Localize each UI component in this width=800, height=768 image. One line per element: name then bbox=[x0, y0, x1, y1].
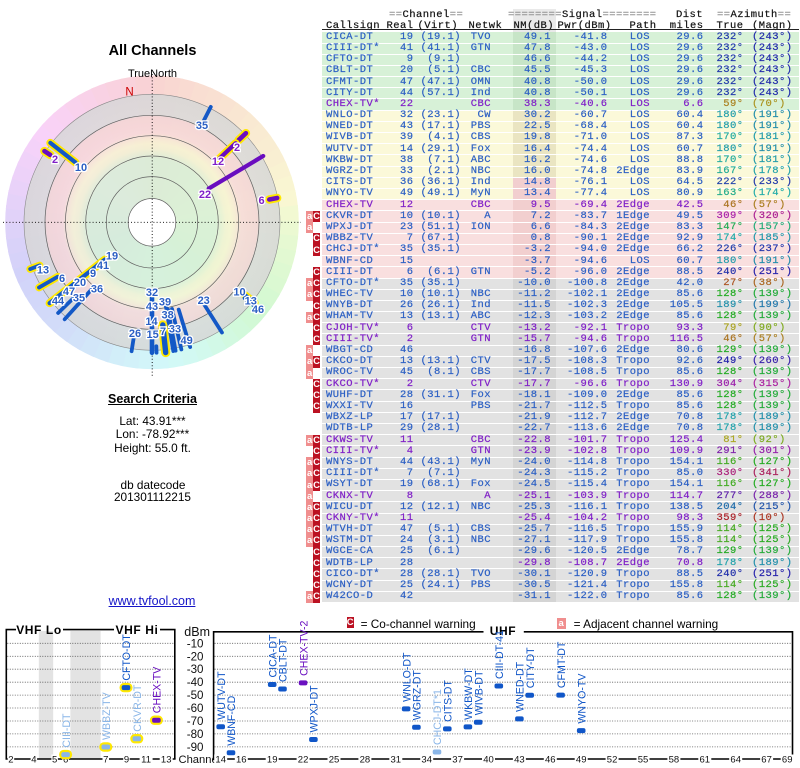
svg-text:CFTO-DT: CFTO-DT bbox=[121, 634, 133, 681]
svg-text:14: 14 bbox=[215, 755, 226, 766]
svg-text:6: 6 bbox=[63, 755, 68, 766]
svg-text:Channel: Channel bbox=[179, 754, 221, 766]
svg-text:2: 2 bbox=[234, 142, 240, 154]
svg-text:2: 2 bbox=[52, 154, 58, 166]
svg-text:25: 25 bbox=[329, 755, 340, 766]
svg-text:12: 12 bbox=[212, 156, 224, 168]
svg-text:69: 69 bbox=[782, 755, 793, 766]
svg-text:61: 61 bbox=[700, 755, 711, 766]
svg-text:CHCJ-DT*1: CHCJ-DT*1 bbox=[432, 689, 444, 745]
svg-text:15: 15 bbox=[146, 329, 158, 341]
svg-text:N: N bbox=[125, 87, 133, 99]
svg-text:22: 22 bbox=[298, 755, 309, 766]
svg-text:47: 47 bbox=[63, 286, 75, 298]
svg-text:CFMT-DT: CFMT-DT bbox=[556, 641, 568, 688]
svg-text:WPXJ-DT: WPXJ-DT bbox=[309, 685, 321, 733]
svg-text:6: 6 bbox=[59, 273, 65, 285]
svg-text:26: 26 bbox=[129, 328, 141, 340]
svg-text:-80: -80 bbox=[187, 728, 204, 741]
svg-text:31: 31 bbox=[391, 755, 402, 766]
svg-text:67: 67 bbox=[761, 755, 772, 766]
svg-text:WNED-DT: WNED-DT bbox=[515, 661, 527, 712]
svg-text:58: 58 bbox=[669, 755, 680, 766]
svg-text:WNYO-TV: WNYO-TV bbox=[576, 673, 588, 724]
svg-text:dBm: dBm bbox=[184, 625, 210, 639]
svg-text:-60: -60 bbox=[187, 702, 204, 715]
svg-text:22: 22 bbox=[199, 189, 211, 201]
svg-text:13: 13 bbox=[245, 296, 257, 308]
svg-text:VHF Hi: VHF Hi bbox=[116, 623, 159, 637]
svg-text:VHF Lo: VHF Lo bbox=[16, 623, 62, 637]
svg-text:CITS-DT: CITS-DT bbox=[443, 680, 455, 722]
svg-text:-70: -70 bbox=[187, 715, 204, 728]
svg-text:CICA-DT: CICA-DT bbox=[267, 634, 279, 677]
svg-text:WKBW-DT: WKBW-DT bbox=[463, 668, 475, 720]
svg-text:13: 13 bbox=[37, 265, 49, 277]
svg-text:23: 23 bbox=[198, 295, 210, 307]
svg-text:7: 7 bbox=[103, 755, 108, 766]
svg-text:43: 43 bbox=[514, 755, 525, 766]
svg-text:44: 44 bbox=[52, 296, 65, 308]
svg-text:43: 43 bbox=[146, 301, 158, 313]
svg-text:7: 7 bbox=[160, 326, 166, 338]
svg-text:CITY-DT: CITY-DT bbox=[525, 647, 537, 688]
svg-text:13: 13 bbox=[161, 755, 172, 766]
svg-text:WBBZ-TV: WBBZ-TV bbox=[101, 691, 113, 740]
svg-text:WUTV-DT: WUTV-DT bbox=[216, 671, 228, 720]
svg-text:28: 28 bbox=[360, 755, 371, 766]
svg-text:CIII-DT: CIII-DT bbox=[61, 713, 73, 748]
svg-text:9: 9 bbox=[90, 268, 96, 280]
svg-text:40: 40 bbox=[483, 755, 494, 766]
svg-text:14: 14 bbox=[145, 316, 158, 328]
svg-text:6: 6 bbox=[258, 195, 264, 207]
svg-text:33: 33 bbox=[169, 324, 181, 336]
svg-text:WGRZ-DT: WGRZ-DT bbox=[412, 670, 424, 721]
svg-text:46: 46 bbox=[545, 755, 556, 766]
svg-text:36: 36 bbox=[91, 284, 103, 296]
svg-text:CHEX-TV-2: CHEX-TV-2 bbox=[298, 620, 310, 675]
svg-text:41: 41 bbox=[97, 260, 109, 272]
svg-text:38: 38 bbox=[161, 310, 173, 322]
svg-text:49: 49 bbox=[180, 335, 192, 347]
svg-text:2: 2 bbox=[8, 755, 13, 766]
svg-text:UHF: UHF bbox=[490, 624, 516, 638]
svg-text:10: 10 bbox=[75, 162, 87, 174]
svg-text:-50: -50 bbox=[187, 689, 204, 702]
svg-text:WIVB-DT: WIVB-DT bbox=[473, 670, 485, 715]
svg-text:46: 46 bbox=[252, 304, 264, 316]
svg-text:-30: -30 bbox=[187, 663, 204, 676]
svg-text:55: 55 bbox=[638, 755, 649, 766]
svg-text:52: 52 bbox=[607, 755, 618, 766]
svg-text:4: 4 bbox=[31, 755, 36, 766]
svg-text:-20: -20 bbox=[187, 650, 204, 663]
svg-text:34: 34 bbox=[421, 755, 432, 766]
svg-text:WNLO-DT: WNLO-DT bbox=[401, 652, 413, 702]
svg-text:-40: -40 bbox=[187, 676, 204, 689]
svg-text:CBLT-DT: CBLT-DT bbox=[278, 638, 290, 682]
svg-text:11: 11 bbox=[141, 755, 151, 766]
svg-text:-10: -10 bbox=[187, 637, 204, 650]
svg-text:39: 39 bbox=[159, 297, 171, 309]
svg-text:16: 16 bbox=[236, 755, 247, 766]
svg-text:49: 49 bbox=[576, 755, 587, 766]
svg-text:35: 35 bbox=[73, 293, 85, 305]
svg-text:5: 5 bbox=[52, 755, 57, 766]
svg-text:19: 19 bbox=[106, 251, 118, 263]
svg-text:9: 9 bbox=[124, 755, 129, 766]
svg-text:37: 37 bbox=[452, 755, 463, 766]
svg-text:19: 19 bbox=[267, 755, 278, 766]
svg-text:-90: -90 bbox=[187, 741, 204, 754]
svg-text:CKVR-DT: CKVR-DT bbox=[132, 684, 144, 732]
svg-text:10: 10 bbox=[233, 286, 245, 298]
svg-text:32: 32 bbox=[146, 287, 158, 299]
svg-text:64: 64 bbox=[730, 755, 741, 766]
svg-text:CHEX-TV: CHEX-TV bbox=[152, 666, 164, 713]
svg-text:35: 35 bbox=[196, 120, 208, 132]
svg-text:CIII-DT-41: CIII-DT-41 bbox=[494, 630, 506, 679]
svg-text:WBNF-CD: WBNF-CD bbox=[226, 695, 238, 745]
svg-text:20: 20 bbox=[74, 277, 86, 289]
